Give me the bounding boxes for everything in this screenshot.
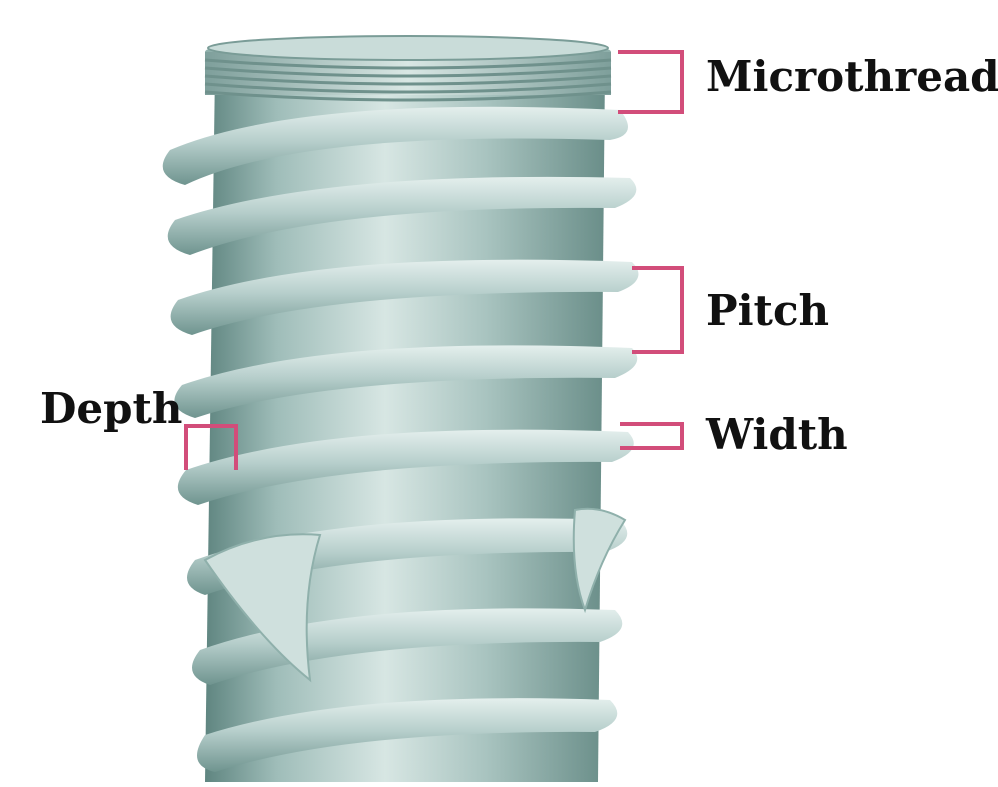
width-bracket bbox=[620, 422, 684, 450]
microthread-rings bbox=[204, 35, 612, 102]
measurement-brackets bbox=[184, 50, 684, 470]
microthread-label: Microthread bbox=[706, 52, 998, 101]
width-label: Width bbox=[706, 410, 848, 459]
depth-label: Depth bbox=[40, 384, 183, 433]
thread-ridges bbox=[162, 106, 639, 772]
implant-core bbox=[205, 70, 605, 782]
pitch-bracket bbox=[632, 266, 684, 354]
microthread-bracket bbox=[618, 50, 684, 114]
depth-bracket bbox=[184, 424, 238, 470]
pitch-label: Pitch bbox=[706, 286, 830, 335]
cutting-flutes bbox=[203, 507, 627, 683]
